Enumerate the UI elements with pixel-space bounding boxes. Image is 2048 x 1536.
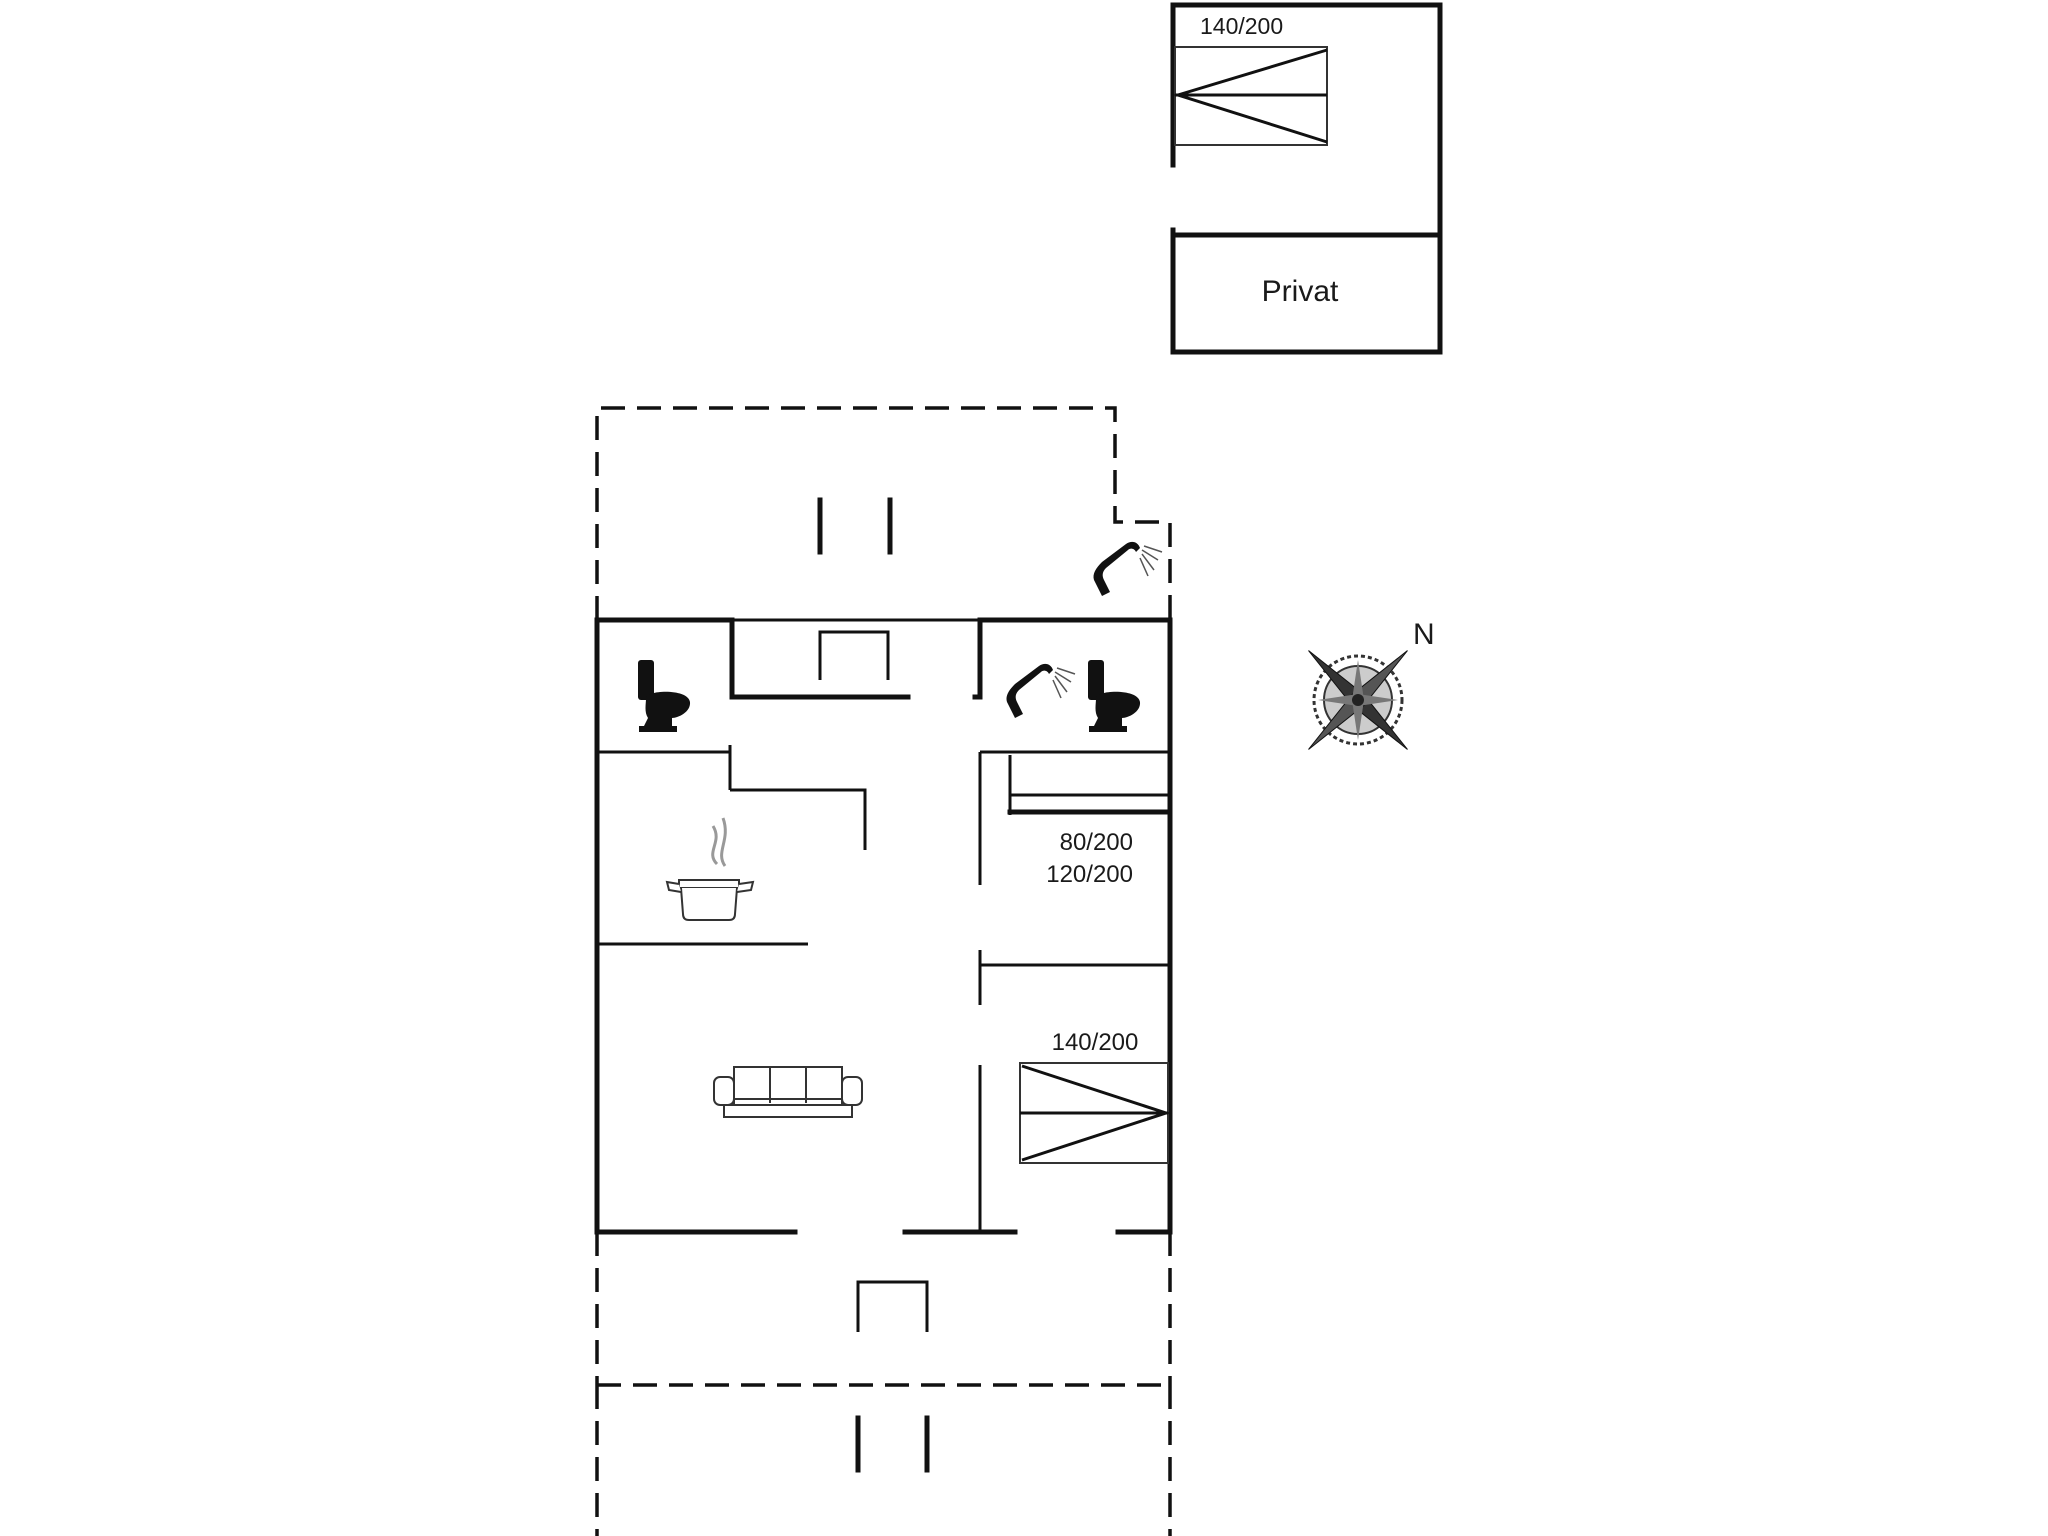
north-label: N: [1413, 618, 1435, 651]
double-bed: [1019, 1062, 1171, 1164]
kitchen-pot-icon: [665, 817, 755, 921]
shower-icon: [1093, 541, 1163, 596]
annex-bed-label: 140/200: [1200, 13, 1283, 39]
shower-icon: [1006, 663, 1076, 718]
annex-room-label: Privat: [1262, 275, 1339, 308]
compass-icon: [1308, 650, 1408, 750]
terrace-south: [595, 1232, 1172, 1536]
sofa-icon: [713, 1066, 863, 1118]
toilet-icon: [638, 660, 691, 732]
annex-building: 140/200 Privat: [1170, 2, 1443, 355]
terrace-north: [595, 406, 1172, 620]
main-house: 80/200 120/200 140/200: [594, 617, 1173, 1332]
toilet-icon: [1088, 660, 1141, 732]
bunk-bed: [1007, 755, 1171, 815]
annex-bed: [1172, 46, 1328, 146]
double-bed-label: 140/200: [1052, 1029, 1139, 1056]
bunk-bed-label-bottom: 120/200: [1046, 861, 1133, 888]
bunk-bed-label-top: 80/200: [1060, 829, 1133, 856]
